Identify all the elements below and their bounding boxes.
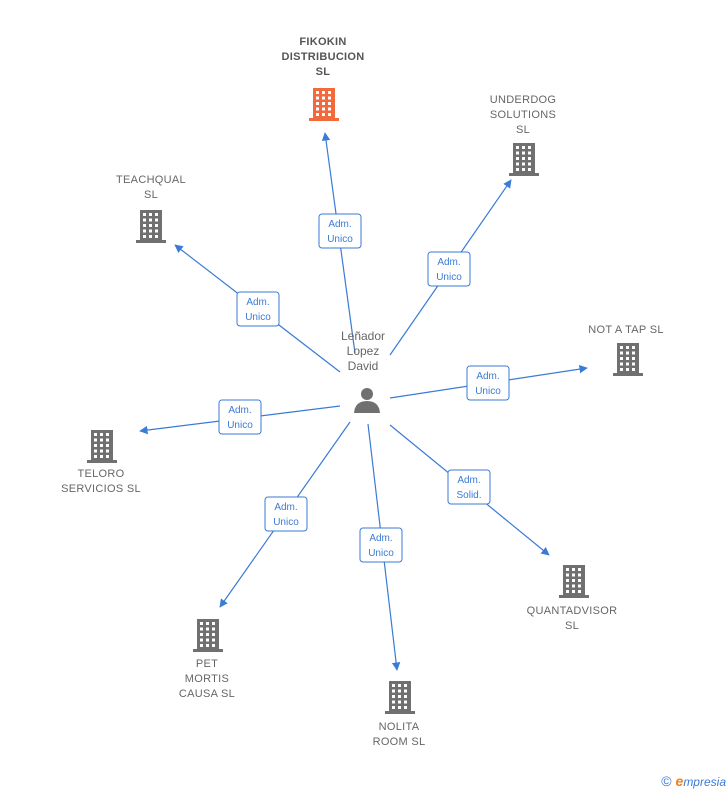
role-text: Unico: [227, 420, 253, 431]
role-badge-notatap[interactable]: Adm. Unico: [466, 365, 510, 401]
company-label: NOLITA: [379, 721, 420, 733]
role-badge-petmortis[interactable]: Adm. Unico: [264, 496, 308, 532]
company-node-underdog[interactable]: UNDERDOG SOLUTIONS SL: [490, 94, 557, 176]
company-node-notatap[interactable]: NOT A TAP SL: [588, 324, 664, 376]
role-badge-nolita[interactable]: Adm. Unico: [359, 527, 403, 563]
company-node-nolita[interactable]: NOLITA ROOM SL: [373, 681, 426, 748]
company-node-teloro[interactable]: TELORO SERVICIOS SL: [61, 430, 141, 495]
company-label: TEACHQUAL: [116, 174, 186, 186]
role-text: Adm.: [457, 475, 480, 486]
role-text: Adm.: [476, 371, 499, 382]
company-label: FIKOKIN: [299, 36, 346, 48]
company-label: ROOM SL: [373, 736, 426, 748]
role-text: Unico: [245, 312, 271, 323]
role-badge-fikokin[interactable]: Adm. Unico: [318, 213, 362, 249]
person-label: David: [348, 359, 379, 373]
footer-brand: © empresia: [661, 773, 726, 789]
company-label: SL: [565, 620, 579, 632]
company-label: TELORO: [77, 468, 124, 480]
company-label: CAUSA SL: [179, 688, 235, 700]
building-icon: [509, 143, 539, 176]
role-text: Adm.: [437, 257, 460, 268]
company-label: SOLUTIONS: [490, 109, 556, 121]
role-badge-teachqual[interactable]: Adm. Unico: [236, 291, 280, 327]
company-label: PET: [196, 658, 218, 670]
person-label: Leñador: [341, 329, 385, 343]
building-icon: [193, 619, 223, 652]
company-label: SL: [316, 66, 331, 78]
building-icon: [385, 681, 415, 714]
building-icon: [309, 88, 339, 121]
company-label: QUANTADVISOR: [527, 605, 618, 617]
role-text: Adm.: [246, 297, 269, 308]
role-badge-quantadvisor[interactable]: Adm. Solid.: [447, 469, 491, 505]
company-label: NOT A TAP SL: [588, 324, 664, 336]
role-text: Adm.: [274, 502, 297, 513]
copyright-symbol: ©: [661, 773, 672, 789]
role-text: Unico: [327, 234, 353, 245]
building-icon: [613, 343, 643, 376]
person-label: Lopez: [347, 344, 380, 358]
role-text: Solid.: [456, 490, 481, 501]
role-badge-underdog[interactable]: Adm. Unico: [427, 251, 471, 287]
company-node-quantadvisor[interactable]: QUANTADVISOR SL: [527, 565, 618, 632]
company-node-petmortis[interactable]: PET MORTIS CAUSA SL: [179, 619, 235, 700]
building-icon: [87, 430, 117, 463]
role-text: Unico: [273, 517, 299, 528]
building-icon: [559, 565, 589, 598]
role-text: Unico: [436, 272, 462, 283]
role-text: Adm.: [369, 533, 392, 544]
company-label: MORTIS: [185, 673, 229, 685]
company-label: SL: [516, 124, 530, 136]
company-label: DISTRIBUCION: [281, 51, 364, 63]
role-text: Unico: [368, 548, 394, 559]
company-label: SERVICIOS SL: [61, 483, 141, 495]
brand-logo-initial: e: [675, 773, 684, 789]
company-label: SL: [144, 189, 158, 201]
brand-name: mpresia: [683, 775, 726, 789]
role-text: Unico: [475, 386, 501, 397]
company-node-fikokin[interactable]: FIKOKIN DISTRIBUCION SL: [281, 36, 364, 121]
building-icon: [136, 210, 166, 243]
person-icon: [354, 388, 380, 413]
company-label: UNDERDOG: [490, 94, 557, 106]
company-node-teachqual[interactable]: TEACHQUAL SL: [116, 174, 186, 243]
role-text: Adm.: [228, 405, 251, 416]
role-badge-teloro[interactable]: Adm. Unico: [218, 399, 262, 435]
role-text: Adm.: [328, 219, 351, 230]
